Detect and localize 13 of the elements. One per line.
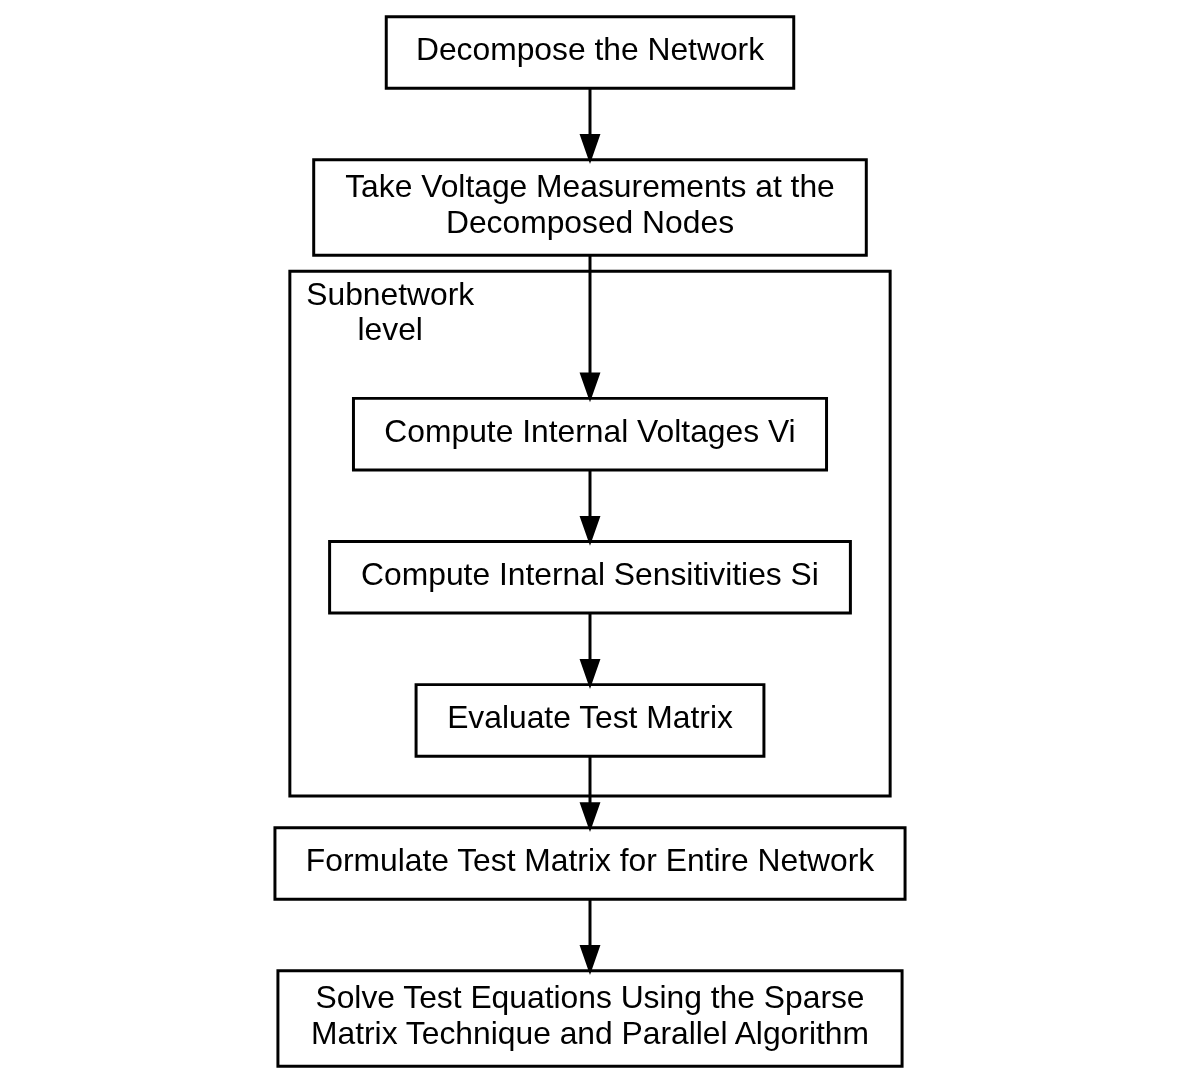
node-box: Decompose the Network	[384, 15, 796, 90]
node-box: Formulate Test Matrix for Entire Network	[273, 826, 907, 901]
arrow	[579, 899, 601, 975]
arrow	[579, 756, 601, 833]
node-box: Compute Internal Voltages Vi	[351, 396, 829, 472]
node-box: Solve Test Equations Using the Sparse Matrix Technique and Parallel Algorithm	[276, 969, 904, 1068]
node-box: Evaluate Test Matrix	[414, 683, 766, 758]
node-box: Compute Internal Sensitivities Si	[328, 540, 852, 615]
arrow	[579, 470, 601, 546]
node-box: Take Voltage Measurements at the Decomposed Nodes	[312, 158, 868, 257]
arrow	[579, 613, 601, 689]
arrow	[579, 88, 601, 164]
arrow	[579, 255, 601, 403]
